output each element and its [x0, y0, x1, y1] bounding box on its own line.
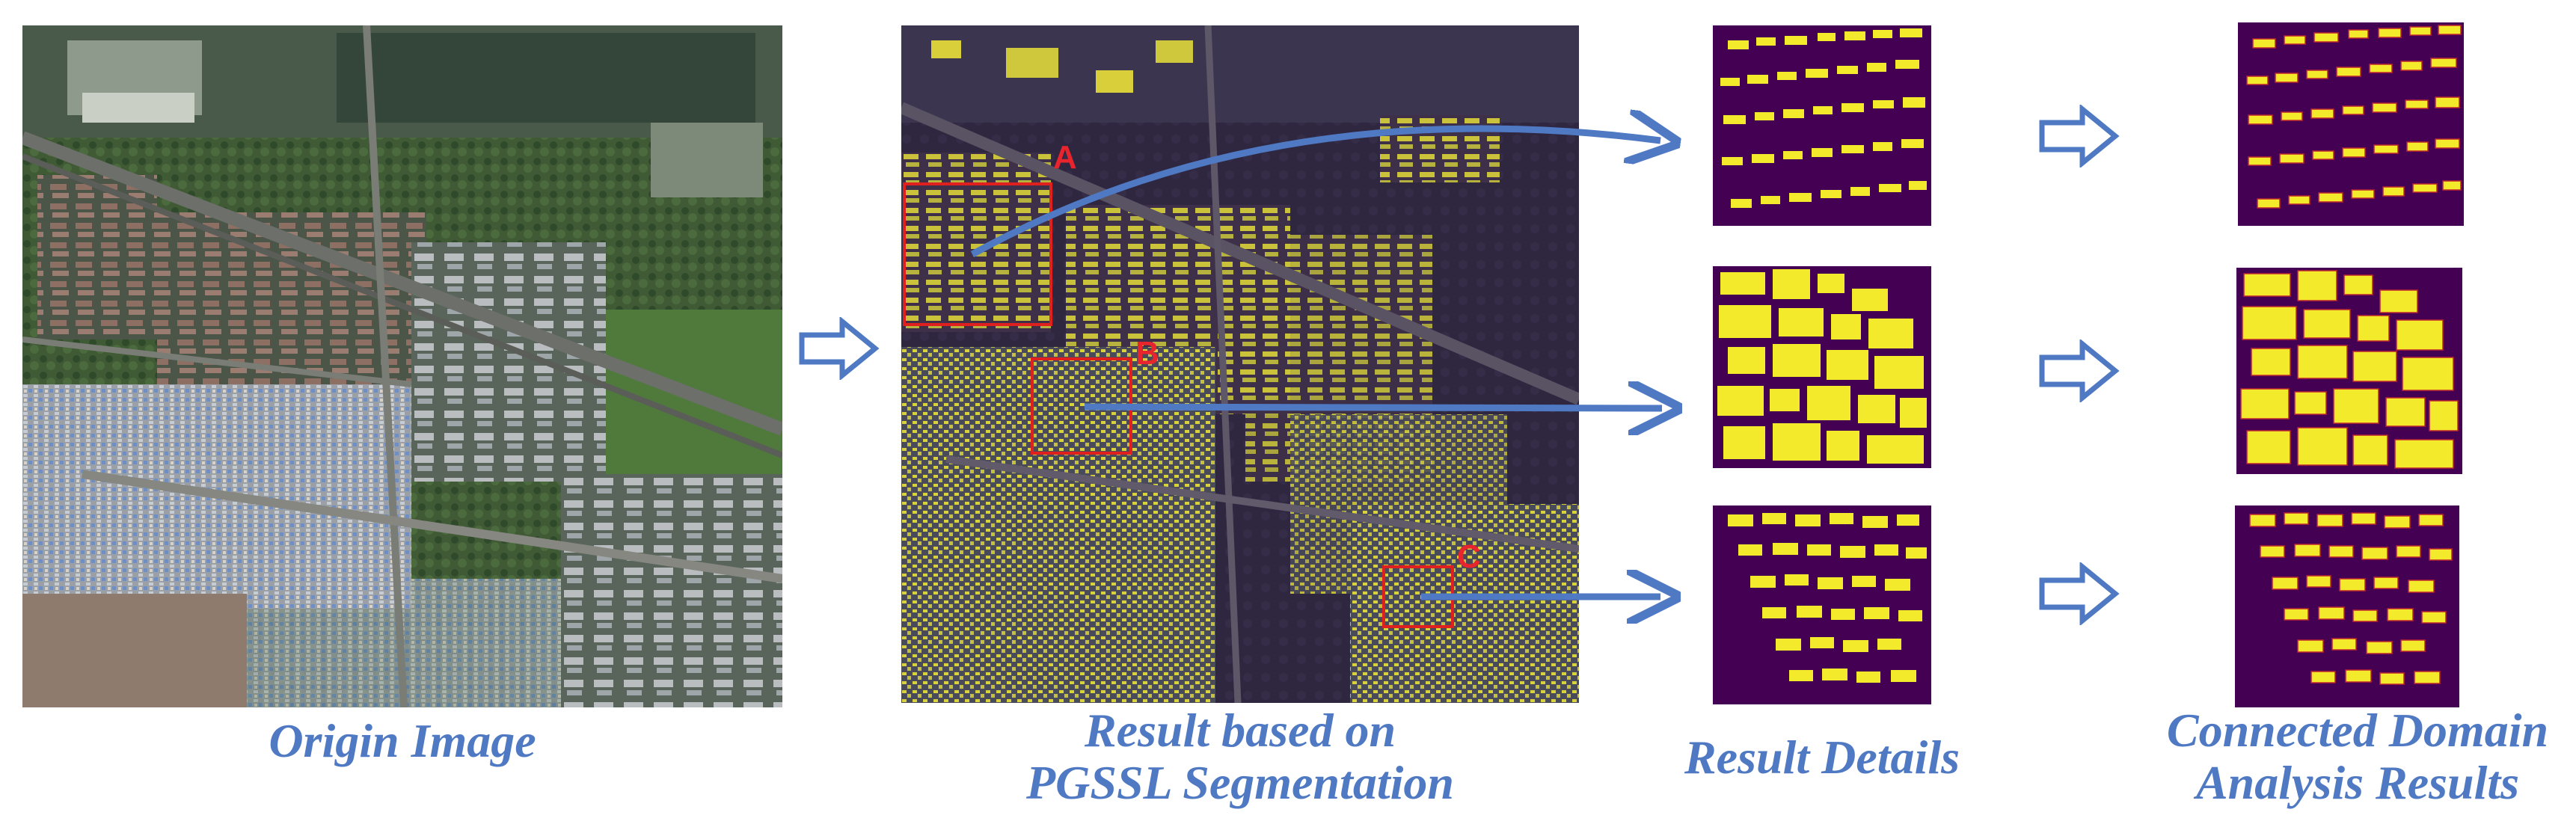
caption-connected-line1: Connected Domain — [2166, 704, 2549, 757]
zone-label-a: A — [1053, 139, 1077, 176]
caption-origin-text: Origin Image — [269, 714, 536, 767]
connected-tile-a — [2238, 22, 2464, 226]
detail-tile-c — [1713, 505, 1931, 704]
caption-origin-image: Origin Image — [22, 715, 782, 767]
hollow-arrow-4 — [2037, 562, 2120, 625]
hollow-arrow-3 — [2037, 339, 2120, 402]
connected-tile-b — [2236, 268, 2462, 474]
zone-label-b: B — [1135, 335, 1159, 372]
hollow-arrow-1 — [797, 317, 880, 380]
detail-tile-b — [1713, 266, 1931, 468]
connected-tile-c — [2235, 505, 2459, 707]
caption-segmentation-line1: Result based on — [1084, 704, 1396, 757]
caption-segmentation: Result based on PGSSL Segmentation — [901, 704, 1579, 809]
detail-tile-a — [1713, 25, 1931, 226]
zone-box-a — [903, 182, 1052, 326]
caption-connected-domain: Connected Domain Analysis Results — [2139, 704, 2576, 809]
arrow-zone-b — [1084, 407, 1662, 408]
caption-details-text: Result Details — [1684, 731, 1960, 784]
hollow-arrow-2 — [2037, 105, 2120, 168]
arrow-zone-a — [970, 129, 1660, 257]
caption-result-details: Result Details — [1638, 731, 2006, 784]
origin-image — [22, 25, 782, 707]
caption-segmentation-line2: PGSSL Segmentation — [1026, 756, 1454, 809]
zone-label-c: C — [1457, 538, 1481, 575]
segmentation-image — [901, 25, 1579, 703]
caption-connected-line2: Analysis Results — [2195, 756, 2520, 809]
